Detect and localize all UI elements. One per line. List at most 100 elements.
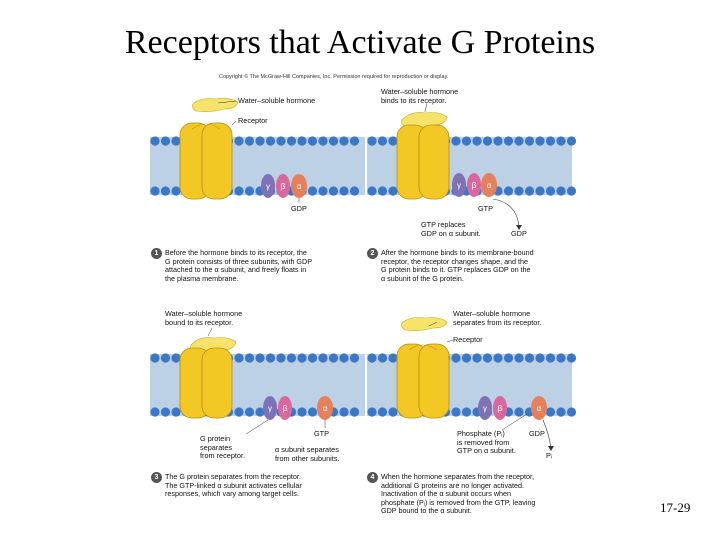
phospholipid-head [255,353,265,363]
step-4-badge: 4 [367,472,378,483]
phospholipid-head [150,136,160,146]
phospholipid-head [461,136,472,146]
hormone-shape [192,98,239,112]
alpha-subunit [317,396,333,420]
phospholipid-head [556,353,566,363]
phospholipid-head [307,407,318,417]
panel-1-receptor-label: Receptor [238,116,268,125]
phospholipid-head [349,353,360,363]
phospholipid-head [566,186,577,196]
phospholipid-head [339,407,349,417]
phospholipid-head [451,407,461,417]
phospholipid-head [514,407,524,417]
phospholipid-head [367,136,377,146]
phospholipid-head [286,353,297,363]
gamma-symbol: γ [457,181,461,190]
step-2-caption: After the hormone binds to its membrane-… [381,248,534,283]
phospholipid-head [556,136,566,146]
beta-symbol: β [283,404,288,413]
beta-subunit [278,396,292,420]
phospholipid-head [328,353,339,363]
receptor-shape [179,347,233,419]
phospholipid-head [339,353,349,363]
panel-3-hormone-label: Water–soluble hormone bound to its recep… [165,309,243,327]
phospholipid-head [377,353,388,363]
phospholipid-head [535,186,545,196]
phospholipid-head [388,136,398,146]
phospholipid-head [307,136,318,146]
panel-2-gdp-label: GDP [511,229,527,238]
gamma-subunit [263,396,277,420]
alpha-subunit [291,174,307,198]
step-4-caption: When the hormone separates from the rece… [381,472,536,516]
phospholipid-head [349,186,360,196]
phospholipid-head [339,136,349,146]
panel-1-gdp-label: GDP [291,204,307,213]
g-protein: γ β α [478,396,547,420]
phospholipid-head [472,136,482,146]
phospholipid-head [524,353,535,363]
receptor-shape [396,343,450,419]
alpha-subunit [481,173,497,197]
phospholipid-head [545,186,556,196]
phospholipid-head [503,136,514,146]
panel-3-alpha-separates-label: α subunit separates from other subunits. [275,445,340,463]
phospholipid-head [244,136,255,146]
panel-4-gdp-label: GDP [529,429,545,438]
beta-symbol: β [498,404,503,413]
step-2-badge: 2 [367,248,378,259]
phospholipid-head [472,353,482,363]
phospholipid-head [328,186,339,196]
phospholipid-head [244,353,255,363]
phospholipid-head [171,407,181,417]
g-protein: γ β α [261,174,307,198]
phospholipid-head [482,136,493,146]
alpha-symbol: α [537,404,542,413]
phospholipid-head [451,353,461,363]
slide-number: 17-29 [660,500,691,515]
beta-symbol: β [281,182,286,191]
phospholipid-head [566,353,577,363]
slide-title: Receptors that Activate G Proteins [124,24,596,61]
phospholipid-head [377,136,388,146]
phospholipid-head [503,353,514,363]
phospholipid-head [367,353,377,363]
phospholipid-head [160,186,171,196]
phospholipid-head [388,353,398,363]
phospholipid-head [388,186,398,196]
panel-3-gtp-label: GTP [314,429,329,438]
phospholipid-head [265,136,276,146]
gamma-subunit [452,173,466,197]
phospholipid-head [349,136,360,146]
phospholipid-head [556,186,566,196]
panel-1-hormone-label: Water–soluble hormone [238,96,316,105]
step-3-caption: The G protein separates from the recepto… [165,472,302,499]
step-1-caption: Before the hormone binds to its receptor… [165,248,313,283]
gamma-symbol: γ [483,404,487,413]
phospholipid-head [276,353,286,363]
panel-2-diagram: γ β α [367,102,577,230]
beta-symbol: β [472,181,477,190]
phospholipid-head [377,186,388,196]
phospholipid-head [524,186,535,196]
phospholipid-head [349,407,360,417]
phospholipid-head [150,407,160,417]
phospholipid-head [150,353,160,363]
phospholipid-head [160,407,171,417]
phospholipid-head [388,407,398,417]
copyright-notice: Copyright © The McGraw-Hill Companies, I… [219,74,449,80]
phospholipid-head [535,136,545,146]
beta-subunit [276,174,290,198]
alpha-symbol: α [323,404,328,413]
g-protein: γ β α [263,396,333,420]
phospholipid-head [461,407,472,417]
phospholipid-head [514,186,524,196]
phospholipid-head [514,136,524,146]
phospholipid-head [493,136,503,146]
phospholipid-head [524,136,535,146]
phospholipid-head [339,186,349,196]
phospholipid-head [503,186,514,196]
phospholipid-head [377,407,388,417]
gamma-symbol: γ [266,182,270,191]
alpha-symbol: α [487,181,492,190]
